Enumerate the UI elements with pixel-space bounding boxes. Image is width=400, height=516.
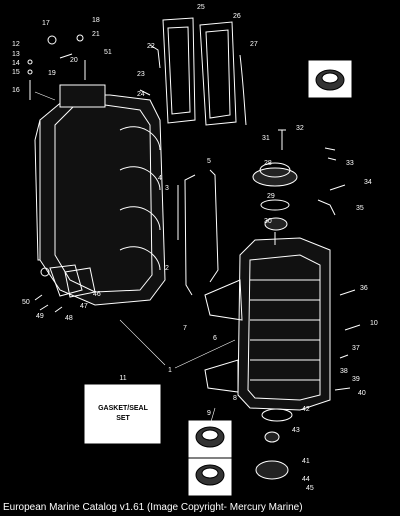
callout-5: 5 <box>207 158 211 165</box>
callout-43: 43 <box>292 427 300 434</box>
callout-45: 45 <box>306 485 314 492</box>
leader-lines <box>34 91 236 426</box>
callout-6: 6 <box>213 335 217 342</box>
footer-caption: European Marine Catalog v1.61 (Image Cop… <box>3 502 303 513</box>
gasket-seal-set-box <box>84 384 161 444</box>
callout-12: 12 <box>12 41 20 48</box>
bolts <box>139 44 361 391</box>
callout-9: 9 <box>207 410 211 417</box>
callout-30: 30 <box>264 218 272 225</box>
exploded-parts-diagram: 11 GASKET/SEAL SET 123456789101213141516… <box>12 4 378 497</box>
transfer-covers <box>162 17 247 126</box>
callout-23: 23 <box>137 71 145 78</box>
callout-16: 16 <box>12 87 20 94</box>
callout-38: 38 <box>340 368 348 375</box>
callout-34: 34 <box>364 179 372 186</box>
callout-47: 47 <box>80 303 88 310</box>
callout-22: 22 <box>147 43 155 50</box>
callout-21: 21 <box>92 31 100 38</box>
callout-46: 46 <box>93 291 101 298</box>
callout-39: 39 <box>352 376 360 383</box>
bypass-valve-parts <box>34 264 96 313</box>
seal-inset-boxes <box>187 59 353 497</box>
callout-44: 44 <box>302 476 310 483</box>
cylinder-block <box>34 84 166 306</box>
callout-41: 41 <box>302 458 310 465</box>
callout-3: 3 <box>165 185 169 192</box>
callout-42: 42 <box>302 406 310 413</box>
copyright-footer: European Marine Catalog v1.61 (Image Cop… <box>0 500 400 516</box>
callout-49: 49 <box>36 313 44 320</box>
callout-14: 14 <box>12 60 20 67</box>
callout-20: 20 <box>70 57 78 64</box>
gasket-set-line1: GASKET/SEAL <box>98 405 149 412</box>
callout-50: 50 <box>22 299 30 306</box>
callout-32: 32 <box>296 125 304 132</box>
callout-24: 24 <box>137 91 145 98</box>
callout-27: 27 <box>250 41 258 48</box>
callout-29: 29 <box>267 193 275 200</box>
callout-51: 51 <box>104 49 112 56</box>
callout-40: 40 <box>358 390 366 397</box>
crankcase <box>204 237 331 411</box>
callout-17: 17 <box>42 20 50 27</box>
callout-10: 10 <box>370 320 378 327</box>
gasket-set-line2: SET <box>116 415 130 422</box>
callout-19: 19 <box>48 70 56 77</box>
callout-28: 28 <box>264 160 272 167</box>
callout-33: 33 <box>346 160 354 167</box>
fittings-top-left <box>27 34 86 100</box>
callout-18: 18 <box>92 17 100 24</box>
callout-48: 48 <box>65 315 73 322</box>
gasket-set-number: 11 <box>119 375 126 382</box>
callout-26: 26 <box>233 13 241 20</box>
end-cap-assembly <box>252 129 298 245</box>
callout-8: 8 <box>233 395 237 402</box>
lower-cap-assembly <box>255 408 293 480</box>
callout-2: 2 <box>165 265 169 272</box>
callout-7: 7 <box>183 325 187 332</box>
callout-31: 31 <box>262 135 270 142</box>
callout-35: 35 <box>356 205 364 212</box>
callout-13: 13 <box>12 51 20 58</box>
callout-1: 1 <box>168 367 172 374</box>
callout-4: 4 <box>158 175 162 182</box>
callout-15: 15 <box>12 69 20 76</box>
callout-36: 36 <box>360 285 368 292</box>
callout-37: 37 <box>352 345 360 352</box>
callout-25: 25 <box>197 4 205 11</box>
bleed-hoses <box>177 169 219 296</box>
